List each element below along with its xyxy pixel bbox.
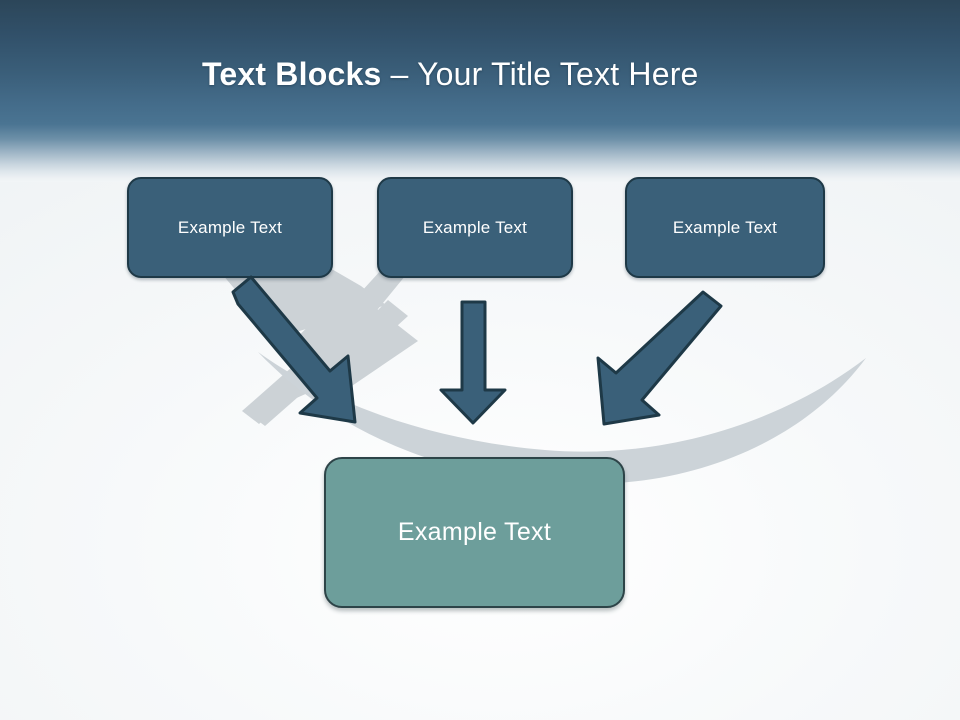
page-title-separator: –: [381, 56, 418, 92]
text-block-3-label: Example Text: [672, 217, 778, 237]
text-block-2[interactable]: Example Text: [377, 177, 573, 278]
header-band: [0, 0, 960, 182]
text-block-1-label: Example Text: [177, 217, 283, 237]
page-title-bold: Text Blocks: [202, 56, 382, 92]
page-title-rest: Your Title Text Here: [417, 56, 699, 92]
result-text-block[interactable]: Example Text: [324, 457, 625, 608]
page-title: Text Blocks – Your Title Text Here: [202, 52, 699, 96]
text-block-2-label: Example Text: [422, 217, 528, 237]
text-block-3[interactable]: Example Text: [625, 177, 825, 278]
text-block-1[interactable]: Example Text: [127, 177, 333, 278]
result-text-block-label: Example Text: [397, 518, 552, 546]
